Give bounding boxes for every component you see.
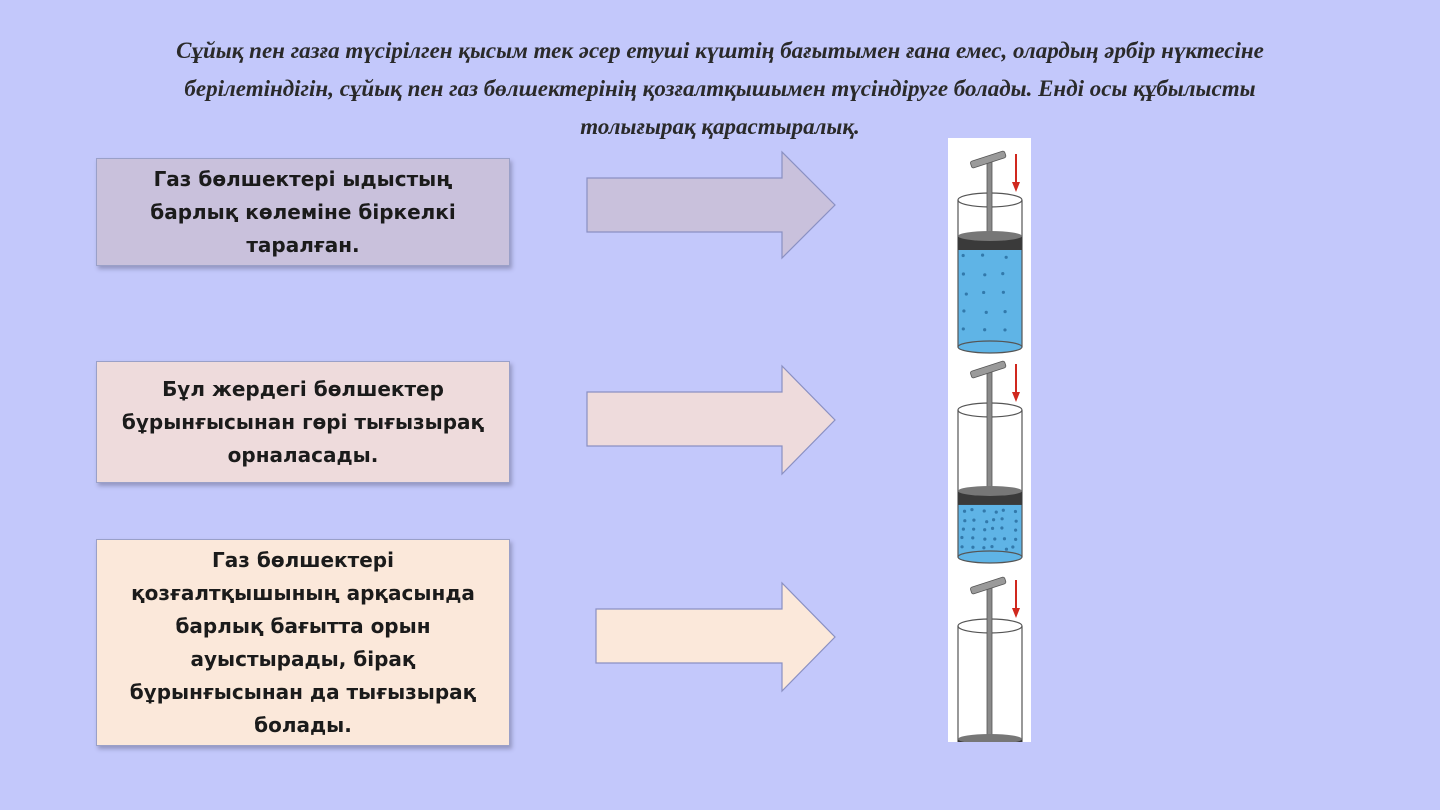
particle: [983, 537, 987, 541]
right-arrow-icon: [595, 581, 836, 693]
particle: [993, 537, 997, 541]
slide-title: Сұйық пен газға түсірілген қысым тек әсе…: [176, 38, 1264, 139]
particle: [1011, 545, 1015, 549]
particle: [962, 309, 966, 313]
force-arrowhead-1: [1012, 182, 1020, 192]
arrow-shape-3: [595, 581, 836, 693]
piston-rod-3: [986, 587, 993, 742]
piston-handle-1: [970, 150, 1007, 169]
particle: [1001, 290, 1005, 294]
particle: [991, 518, 996, 522]
cylinder-base-2: [957, 550, 1023, 564]
particle: [1003, 328, 1007, 332]
particle: [1014, 528, 1018, 532]
right-arrow-icon: [586, 150, 836, 260]
particle: [984, 310, 988, 314]
piston-handle-2: [970, 360, 1007, 379]
particle: [961, 253, 965, 258]
step-box-2: Бұл жердегі бөлшектер бұрынғысынан гөрі …: [96, 361, 510, 483]
particle: [1014, 537, 1018, 542]
cylinder-base-1: [957, 340, 1023, 354]
step-text-2: Бұл жердегі бөлшектер бұрынғысынан гөрі …: [121, 376, 485, 467]
particle: [961, 272, 966, 276]
step-box-3: Газ бөлшектері қозғалтқышының арқасында …: [96, 539, 510, 746]
particle: [1004, 547, 1009, 551]
arrow-shape-2: [586, 364, 836, 476]
particle: [971, 545, 975, 549]
particle: [982, 509, 986, 513]
piston-handle-3: [970, 576, 1007, 595]
piston-top-3: [958, 734, 1022, 745]
particle: [982, 290, 986, 295]
particle: [960, 545, 964, 549]
arrow-shape-1: [586, 150, 836, 260]
particle: [983, 528, 987, 532]
particle: [1001, 271, 1005, 276]
particle: [983, 273, 987, 277]
particle: [1014, 519, 1018, 523]
particle: [1004, 255, 1008, 259]
step-text-1: Газ бөлшектері ыдыстың барлық көлеміне б…: [150, 166, 456, 257]
particle: [972, 527, 976, 531]
force-arrowhead-2: [1012, 392, 1020, 402]
piston-top-2: [958, 485, 1022, 496]
pistons-illustration: [948, 138, 1031, 780]
particle: [963, 519, 967, 523]
piston-rod-1: [986, 161, 993, 239]
particle: [994, 510, 998, 514]
particle: [1000, 517, 1004, 521]
particle: [985, 520, 989, 524]
particle: [990, 544, 994, 549]
step-box-1: Газ бөлшектері ыдыстың барлық көлеміне б…: [96, 158, 510, 266]
step-text-3: Газ бөлшектері қозғалтқышының арқасында …: [129, 547, 477, 737]
cylinders-drawing: [957, 150, 1023, 780]
liquid-2: [958, 502, 1022, 557]
particle: [1001, 508, 1005, 512]
liquid-1: [958, 248, 1022, 347]
particle: [972, 518, 976, 522]
piston-rod-2: [986, 371, 993, 494]
particle: [1013, 509, 1018, 514]
force-arrowhead-3: [1012, 608, 1020, 618]
right-arrow-icon: [586, 364, 836, 476]
particle: [982, 546, 986, 550]
particle: [1000, 526, 1004, 530]
particle: [962, 509, 967, 513]
particle: [961, 327, 965, 331]
particle: [970, 508, 974, 512]
particle: [960, 535, 964, 540]
particle: [964, 292, 968, 296]
particle: [983, 328, 987, 332]
piston-top-1: [958, 231, 1022, 241]
particle: [980, 253, 985, 257]
particle: [961, 527, 965, 531]
particle: [1002, 537, 1007, 541]
particle: [1003, 310, 1007, 314]
particle: [971, 536, 975, 540]
particle: [990, 526, 995, 531]
